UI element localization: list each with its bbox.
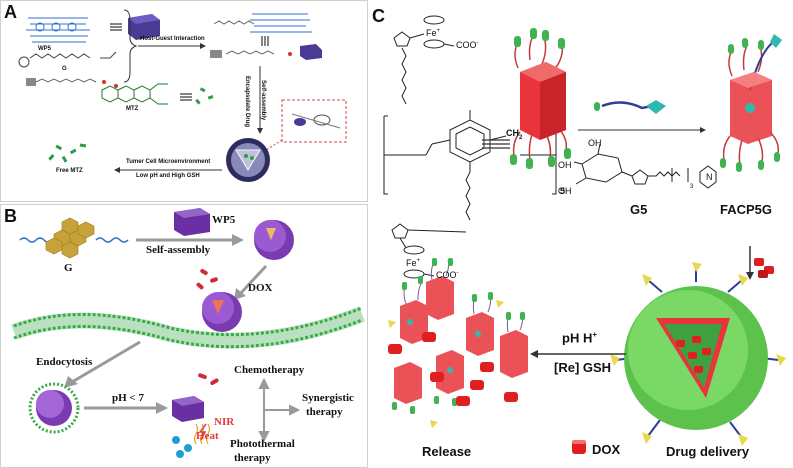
ph-h-label: pH H+ <box>562 330 598 346</box>
vesicle-sphere <box>226 138 270 182</box>
chemo-label: Chemotherapy <box>234 364 305 376</box>
b-g-label: G <box>64 262 73 274</box>
facp5g-pillar <box>720 34 782 172</box>
free-mtz-dots <box>48 143 87 163</box>
drug-delivery-label: Drug delivery <box>666 444 750 459</box>
mtz-dots <box>195 87 214 105</box>
g5-sugar-structure <box>573 143 717 189</box>
panel-a: A <box>0 0 368 202</box>
bracket <box>123 9 138 83</box>
nir-label: NIR <box>214 416 235 428</box>
b-vesicle-empty <box>254 220 294 260</box>
guest-g-chain <box>26 78 118 88</box>
panel-a-diagram <box>18 9 347 182</box>
synergy-arrows <box>258 377 301 443</box>
wp5-structure <box>22 12 102 46</box>
b-wp5-pillar-icon <box>174 208 210 236</box>
synergistic-line1: Synergistic <box>302 392 354 404</box>
host-pillar-with-chains <box>510 28 571 169</box>
panel-b-diagram <box>11 208 365 458</box>
guest-g-molecule <box>19 217 129 259</box>
nir-lightning-icon <box>198 423 207 441</box>
mtz-structure <box>101 83 168 105</box>
pillararene-structure <box>383 15 560 279</box>
guest-g-structure <box>18 51 117 68</box>
dox-legend-icon <box>572 440 586 454</box>
c-equivalence <box>482 139 510 149</box>
heat-label: Heat <box>196 430 219 442</box>
release-label: Release <box>422 444 472 459</box>
wp5-label: WP5 <box>38 46 52 52</box>
b-free-dox <box>198 373 219 385</box>
panel-b-letter: B <box>4 206 17 226</box>
panel-c-letter: C <box>372 6 385 26</box>
b-wp5-label: WP5 <box>212 214 236 226</box>
g-label: G <box>62 66 67 72</box>
panel-c-diagram <box>383 15 786 454</box>
zoom-content <box>291 113 341 129</box>
oh-label-2: OH <box>558 160 572 170</box>
coo-bottom-label: COO- <box>436 270 459 280</box>
n-plus-label: N <box>706 172 713 182</box>
endocytosis-arrow <box>71 340 141 384</box>
oh-label-3: OH <box>558 186 572 196</box>
subscript-5: 5 <box>560 186 566 196</box>
facp5g-label: FACP5G <box>720 202 773 217</box>
fe-bottom-label: Fe+ <box>406 258 421 268</box>
b-released-pillar <box>172 396 204 422</box>
photothermal-line1: Photothermal <box>230 438 295 450</box>
released-pillars <box>388 258 528 428</box>
encapsulate-label: Encapsulate Drug <box>244 76 250 128</box>
panel-b: B <box>0 204 368 468</box>
mtz-label: MTZ <box>126 106 139 112</box>
mtz-equivalence <box>180 93 192 101</box>
dox-legend-label: DOX <box>592 442 621 457</box>
endocytosis-label: Endocytosis <box>36 356 93 368</box>
tumor-line1: Tumer Cell Microenvironment <box>126 159 211 165</box>
coo-top-label: COO- <box>456 40 479 50</box>
panel-c: C <box>370 0 793 468</box>
subscript-3: 3 <box>690 184 694 190</box>
synergistic-line2: therapy <box>306 406 343 418</box>
b-dox-label: DOX <box>248 282 273 294</box>
b-dox-pills <box>196 269 218 290</box>
b-arrow-down <box>238 264 268 296</box>
ch2-label: CH2 <box>506 128 523 141</box>
fe-top-label: Fe+ <box>426 28 441 38</box>
drug-delivery-sphere <box>610 262 786 446</box>
wp5-pillar-icon <box>128 14 160 40</box>
re-gsh-label: [Re] GSH <box>554 360 612 375</box>
host-guest-complex <box>210 13 322 60</box>
g5-guest-icon <box>594 100 666 114</box>
host-guest-label: Host-Guest Interaction <box>140 36 205 42</box>
teal-particles <box>172 436 192 458</box>
photothermal-line2: therapy <box>234 452 271 464</box>
c-dox-pills <box>754 258 774 278</box>
panel-a-letter: A <box>4 2 17 22</box>
ph-label: pH < 7 <box>112 392 144 404</box>
oh-label-1: OH <box>588 138 602 148</box>
b-self-assembly-label: Self-assembly <box>146 244 211 256</box>
cell-membrane <box>11 306 365 349</box>
equivalence-sign <box>110 23 122 31</box>
b-vesicle-loaded <box>202 292 242 332</box>
tumor-line2: Low pH and High GSH <box>136 173 200 179</box>
zoom-connector <box>265 139 283 151</box>
panel-a-frame <box>0 0 368 202</box>
g5-label: G5 <box>630 202 648 217</box>
endosome <box>28 382 80 434</box>
free-mtz-label: Free MTZ <box>56 168 83 174</box>
self-assembly-label: Self-assembly <box>260 80 266 121</box>
